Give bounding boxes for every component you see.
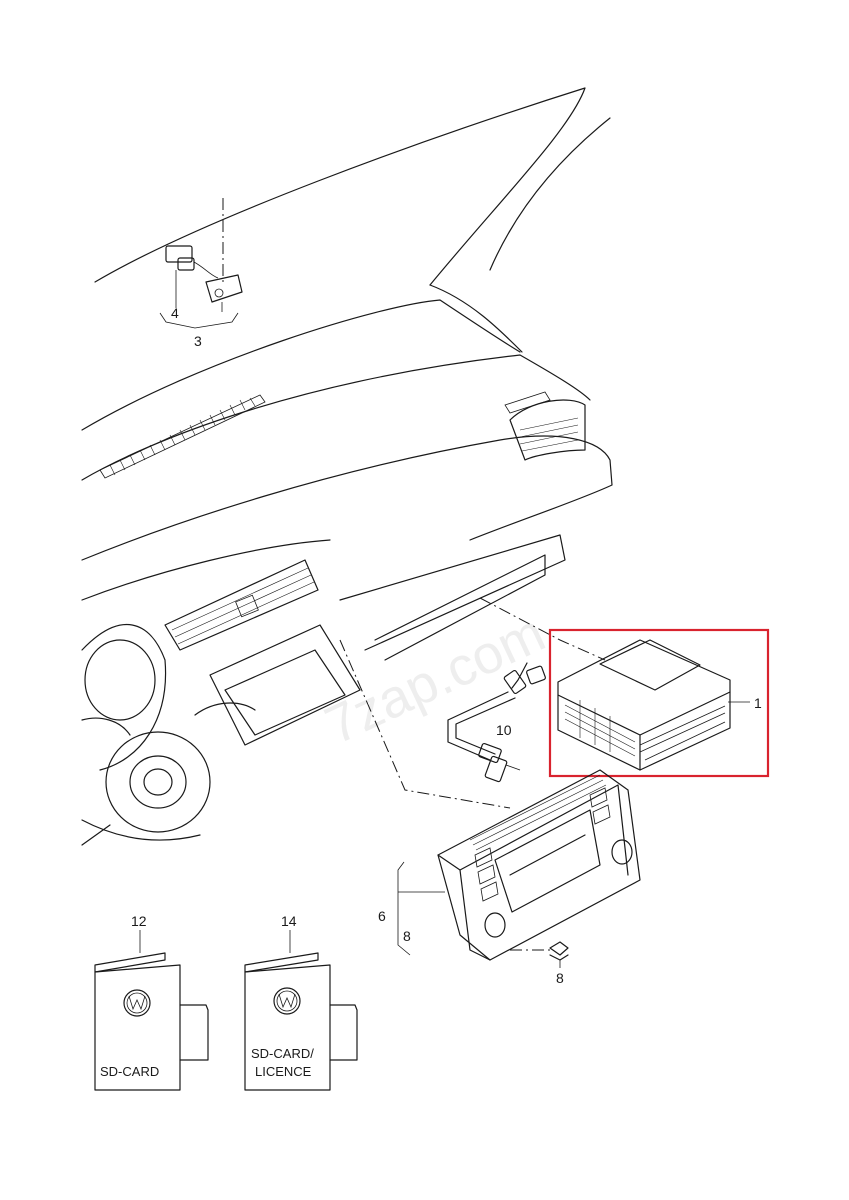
callout-10: 10 xyxy=(496,722,512,738)
radio-module xyxy=(557,639,750,771)
vw-logo-icon xyxy=(123,989,151,1017)
card-14-label-line1: SD-CARD/ xyxy=(251,1046,314,1061)
sensor-assembly xyxy=(159,198,243,329)
highlight-box xyxy=(548,628,770,778)
leader-line-6 xyxy=(339,639,511,809)
clip xyxy=(510,941,569,968)
callout-14: 14 xyxy=(281,913,297,929)
sd-card-12 xyxy=(94,930,209,1091)
callout-8b: 8 xyxy=(556,970,564,986)
callout-3: 3 xyxy=(194,333,202,349)
card-14-label-line2: LICENCE xyxy=(255,1064,312,1079)
windshield xyxy=(94,87,611,353)
leader-line-1 xyxy=(479,597,606,661)
callout-4: 4 xyxy=(171,305,179,321)
callout-6: 6 xyxy=(378,908,386,924)
dashboard xyxy=(81,299,613,846)
sd-card-14 xyxy=(244,930,358,1091)
callout-12: 12 xyxy=(131,913,147,929)
display-unit xyxy=(397,769,641,961)
card-12-label: SD-CARD xyxy=(100,1064,159,1079)
callout-8a: 8 xyxy=(403,928,411,944)
antenna-cable xyxy=(447,662,546,783)
callout-1: 1 xyxy=(754,695,762,711)
vw-logo-icon xyxy=(273,987,301,1015)
